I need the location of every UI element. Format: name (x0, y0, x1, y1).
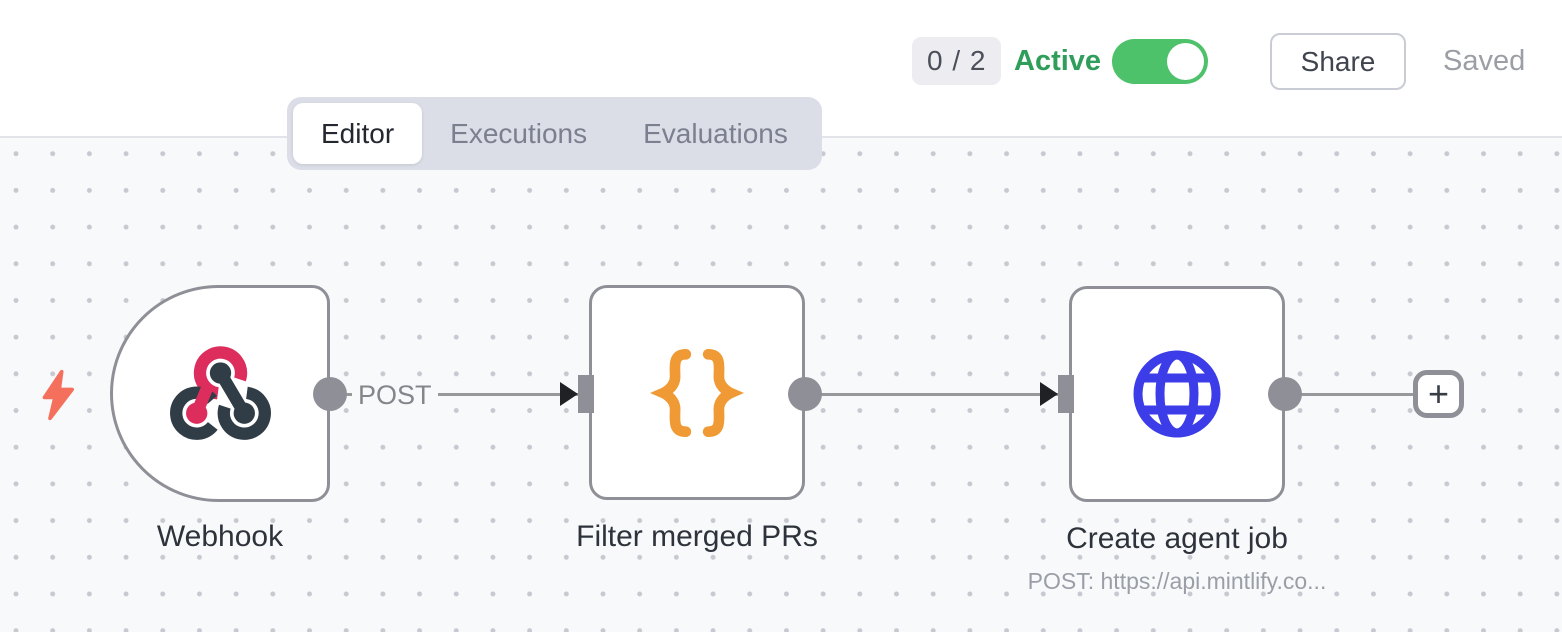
webhook-icon (113, 288, 327, 499)
active-label: Active (1014, 45, 1102, 77)
connection-webhook-to-code (330, 393, 578, 396)
node-title-webhook: Webhook (156, 520, 284, 553)
input-arrow-icon (1040, 382, 1058, 406)
node-title-create-agent-job: Create agent job (1066, 522, 1288, 555)
workflow-canvas[interactable]: POST (0, 136, 1562, 632)
node-filter-merged-prs[interactable] (589, 285, 805, 500)
view-tabbar: Editor Executions Evaluations (287, 97, 822, 170)
trigger-bolt-icon (42, 369, 74, 421)
connection-http-to-add (1285, 393, 1415, 396)
saved-status: Saved (1443, 45, 1526, 77)
connection-code-to-http (805, 393, 1058, 396)
code-braces-icon (592, 288, 802, 497)
tab-editor[interactable]: Editor (293, 103, 423, 164)
node-webhook[interactable] (110, 285, 330, 502)
toggle-knob (1167, 43, 1204, 80)
add-node-button[interactable]: + (1413, 370, 1464, 418)
code-input-port (578, 375, 594, 413)
tab-evaluations[interactable]: Evaluations (643, 118, 788, 149)
issues-count-badge[interactable]: 0 / 2 (912, 37, 1002, 85)
share-button[interactable]: Share (1270, 33, 1406, 90)
node-subtitle-create-agent-job: POST: https://api.mintlify.co... (1027, 568, 1327, 594)
input-arrow-icon (560, 382, 578, 406)
code-output-port[interactable] (788, 377, 822, 411)
http-input-port (1058, 375, 1074, 413)
node-title-filter-merged-prs: Filter merged PRs (576, 520, 818, 553)
http-output-port[interactable] (1268, 377, 1302, 411)
node-create-agent-job[interactable] (1069, 286, 1285, 502)
active-toggle[interactable] (1112, 39, 1208, 84)
tab-executions[interactable]: Executions (450, 118, 588, 149)
globe-icon (1072, 289, 1282, 499)
webhook-output-port[interactable] (313, 377, 347, 411)
webhook-output-method-label: POST (352, 378, 438, 413)
